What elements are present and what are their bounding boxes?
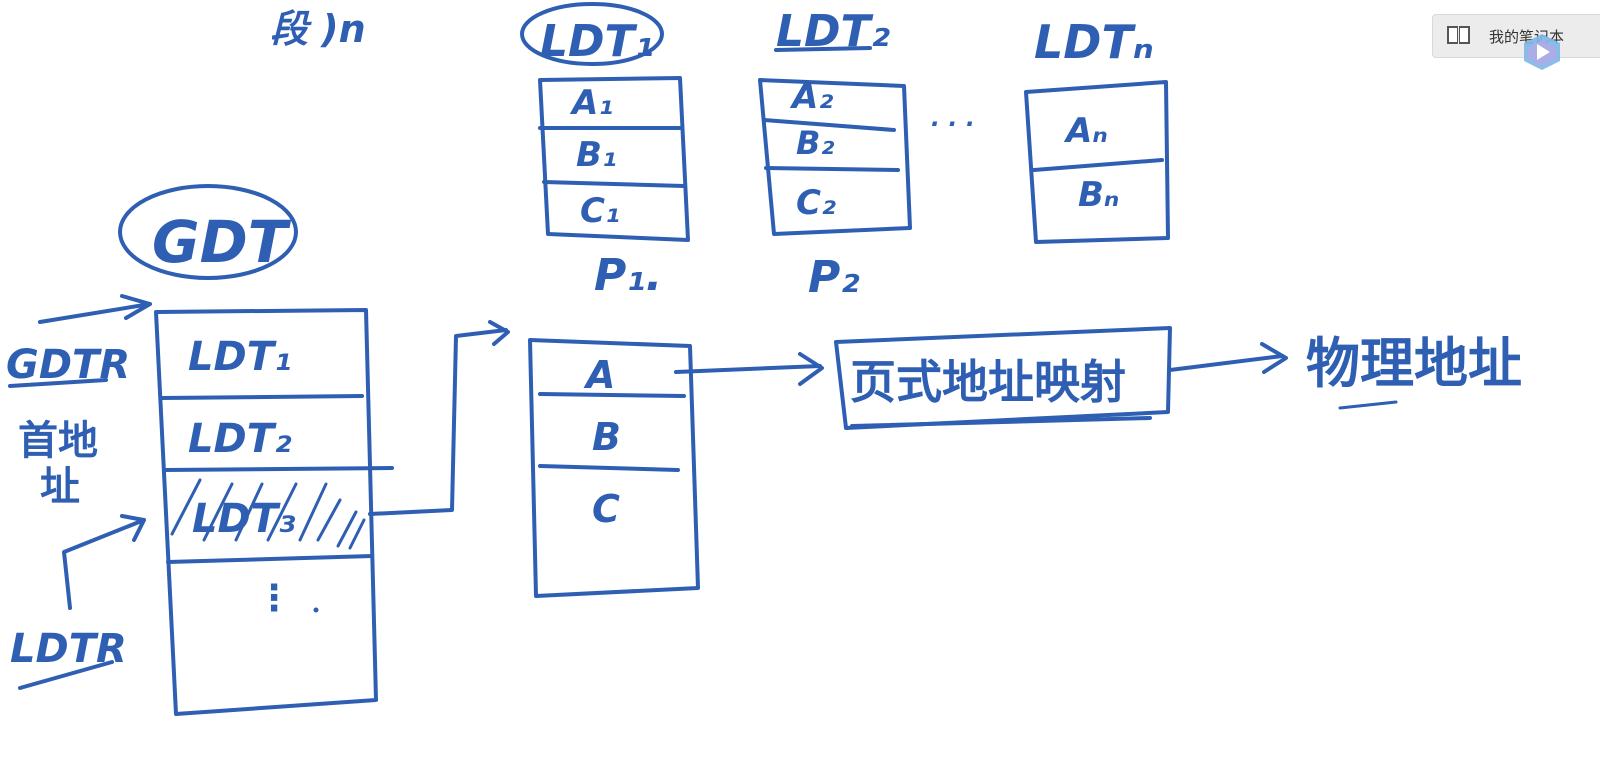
gdt-dot [313,607,319,613]
gdt-title-ellipse [118,184,298,280]
gdtr-note-line1: 首地 [18,418,98,464]
ldt2-process: P₂ [808,252,860,303]
more-dots-icon[interactable]: ··· [858,0,874,7]
segment-row-c: C [592,487,620,531]
gdt-title: GDT [152,208,292,276]
paging-to-physical-arrow [1168,342,1288,374]
segment-divider-1 [538,392,686,398]
segment-to-paging-arrow [674,352,824,386]
gdtr-underline [8,378,108,388]
ldt2-table-outline [758,78,912,236]
gdt-row-divider-1 [160,394,364,400]
notebook-button[interactable]: 我的笔记本 [1432,14,1600,58]
gdtr-note-line2: 址 [40,464,80,510]
gdtr-arrow [38,294,152,324]
ldt1-row-a: A₁ [569,83,613,123]
ldt2-divider-2 [764,166,900,172]
gdt-to-segment-arrow [368,320,510,516]
segment-divider-2 [538,464,680,472]
ldt1-process: P₁. [594,250,662,301]
ldtn-title: LDTₙ [1034,15,1154,69]
gdt-entry-ldt3: LDT₃ [192,496,296,542]
ldt2-title-underline [774,46,872,52]
segment-row-a: A [583,353,615,397]
notebook-icon [1447,26,1473,46]
gdt-entry-ldt2: LDT₂ [188,416,292,462]
ldt-ellipsis: · · · [930,110,974,138]
ldt2-row-a: A₂ [789,77,833,117]
ldt1-divider-2 [542,180,686,188]
ldtr-label: LDTR [10,626,127,672]
ldtn-divider-1 [1032,158,1164,172]
ldt1-title-ellipse [520,2,664,66]
segment-row-b: B [592,415,621,459]
ldtn-row-b: Bₙ [1078,175,1119,215]
physical-underline [1338,400,1398,410]
ldt2-divider-1 [762,118,896,132]
ldt2-row-c: C₂ [796,183,836,223]
gdt-entry-ellipsis: ⋮ [256,578,292,619]
ldtn-table-outline [1024,80,1170,244]
paging-label: 页式地址映射 [850,355,1126,409]
gdtr-label: GDTR [6,342,130,388]
segment-table-outline [528,338,700,598]
gdt-row-divider-2 [162,466,394,472]
ldt2-row-b: B₂ [796,124,834,162]
play-icon[interactable] [1520,30,1564,74]
gdt-row-divider-3 [166,554,374,564]
gdt-ldt3-hatching [170,478,366,550]
ldtn-row-a: Aₙ [1063,111,1108,151]
ldtr-underline [18,660,114,690]
ldt1-row-b: B₁ [576,135,617,175]
ldt1-title: LDT₁ [540,16,654,67]
ldtr-arrow [62,514,146,610]
gdt-table-outline [154,308,378,716]
paging-box-outline [834,326,1172,430]
physical-address-label: 物理地址 [1306,332,1522,395]
top-fragment-text: 段 )n [270,7,366,51]
gdt-entry-ldt1: LDT₁ [188,334,292,380]
paging-underline [850,416,1152,428]
ldt1-row-c: C₁ [580,191,620,231]
